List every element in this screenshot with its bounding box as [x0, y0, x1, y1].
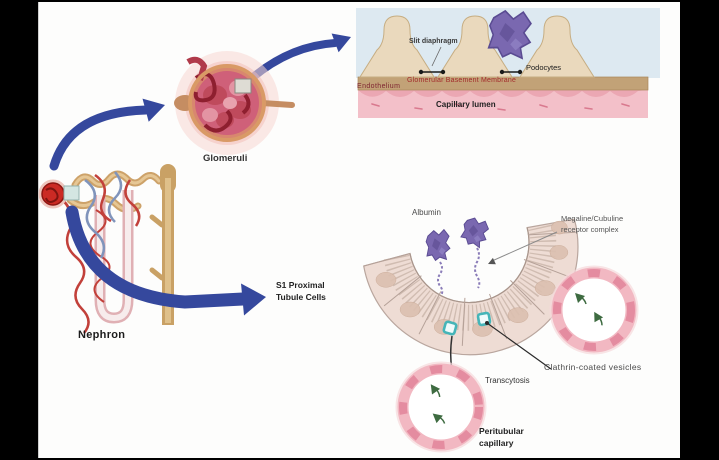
clathrin-pointer-line [485, 321, 552, 370]
receptor-complex-label-line2: receptor complex [561, 225, 619, 234]
transcytosis-label: Transcytosis [485, 376, 530, 385]
glomeruli-illustration [174, 51, 295, 155]
proximal-tubule-illustration [363, 213, 579, 356]
basement-membrane-label: Glomerular Basement Membrane [407, 77, 517, 84]
clathrin-vesicles-label: Clathrin-coated vesicles [544, 362, 642, 372]
s1-label-line1: S1 Proximal [276, 280, 325, 290]
endothelium-scallops [358, 90, 646, 97]
slit-diaphragm-markers [418, 46, 523, 75]
capillary-lumen-label: Capillary lumen [436, 100, 496, 109]
curved-arrow-nephron-to-glomeruli-icon [49, 98, 165, 171]
nephron-label: Nephron [78, 329, 126, 341]
megalin-receptor-chain [437, 261, 444, 296]
peritubular-capillary-left [395, 361, 487, 453]
slit-diaphragm-label: Slit diaphragm [409, 38, 458, 45]
receptor-complex-label-line1: Megaline/Cubuline [561, 214, 624, 223]
curved-arrow-nephron-to-tubule-icon [65, 205, 266, 316]
albumin-label: Albumin [412, 208, 441, 217]
glomeruli-inset-box [234, 78, 252, 94]
nephron-inset-box [63, 185, 80, 201]
peritubular-label-line1: Peritubular [479, 426, 524, 436]
receptor-complex-label: Megaline/Cubuline receptor complex [561, 213, 623, 235]
glomeruli-label: Glomeruli [203, 153, 248, 164]
peritubular-capillary-label: Peritubular capillary [479, 425, 524, 449]
receptor-pointer-line [488, 231, 558, 265]
peritubular-capillary-right [549, 265, 639, 355]
clathrin-vesicle-icon [441, 319, 459, 337]
podocyte-cells [359, 15, 595, 78]
endothelium-label: Endothelium [357, 83, 401, 90]
filtration-panel-illustration [356, 6, 660, 118]
s1-label-line2: Tubule Cells [276, 292, 326, 302]
peritubular-label-line2: capillary [479, 438, 514, 448]
podocytes-label: Podocytes [526, 63, 562, 72]
